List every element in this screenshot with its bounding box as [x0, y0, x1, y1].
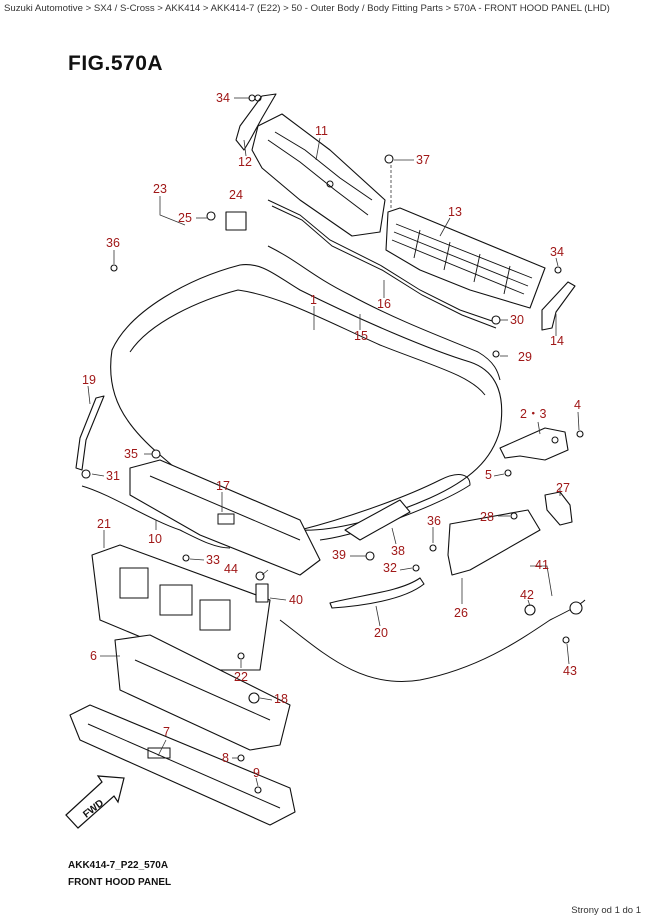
callout-34: 34: [216, 91, 230, 105]
seal-15: [267, 245, 501, 381]
bracket-38: [344, 499, 411, 541]
callout-24: 24: [229, 188, 243, 202]
figure-title: FIG.570A: [68, 52, 164, 75]
callout-6: 6: [90, 649, 97, 663]
callout-32: 32: [383, 561, 397, 575]
cable-10: [81, 485, 231, 549]
callout-2-3: 2・3: [520, 407, 547, 421]
latch-bracket: [447, 509, 541, 576]
callout-42: 42: [520, 588, 534, 602]
callout-31: 31: [106, 469, 120, 483]
callout-10: 10: [148, 532, 162, 546]
callout-34: 34: [550, 245, 564, 259]
callout-1: 1: [310, 293, 317, 307]
cowl-top-panel: [251, 113, 386, 237]
callout-22: 22: [234, 670, 248, 684]
callout-26: 26: [454, 606, 468, 620]
callout-9: 9: [253, 766, 260, 780]
callout-33: 33: [206, 553, 220, 567]
bumper-reinforcement: [69, 704, 296, 826]
cowl-right-bracket: [541, 281, 576, 331]
hood-hinge: [499, 427, 569, 461]
callout-40: 40: [289, 593, 303, 607]
callout-23: 23: [153, 182, 167, 196]
callout-13: 13: [448, 205, 462, 219]
striker: [544, 491, 573, 526]
callout-19: 19: [82, 373, 96, 387]
callout-18: 18: [274, 692, 288, 706]
callout-43: 43: [563, 664, 577, 678]
callout-8: 8: [222, 751, 229, 765]
callout-36: 36: [106, 236, 120, 250]
callout-20: 20: [374, 626, 388, 640]
callout-11: 11: [315, 124, 328, 138]
leader-lines: [87, 97, 580, 787]
callout-30: 30: [510, 313, 524, 327]
strip-19: [75, 395, 105, 471]
callout-16: 16: [377, 297, 391, 311]
callout-35: 35: [124, 447, 138, 461]
page-count: Strony od 1 do 1: [571, 905, 641, 916]
callout-28: 28: [480, 510, 494, 524]
callout-15: 15: [354, 329, 368, 343]
strip-20: [329, 577, 425, 609]
callout-27: 27: [556, 481, 570, 495]
callout-41: 41: [535, 558, 549, 572]
callout-4: 4: [574, 398, 581, 412]
fasteners: [81, 94, 584, 794]
lower-reinforcement: [114, 634, 291, 751]
callout-36: 36: [427, 514, 441, 528]
callout-12: 12: [238, 155, 252, 169]
breadcrumb[interactable]: Suzuki Automotive > SX4 / S-Cross > AKK4…: [4, 3, 610, 14]
callout-38: 38: [391, 544, 405, 558]
seal-16: [267, 199, 496, 323]
callout-44: 44: [224, 562, 238, 576]
cowl-grille: [385, 207, 546, 309]
callout-21: 21: [97, 517, 111, 531]
upper-front-cover: [129, 459, 321, 576]
fwd-arrow: [65, 775, 125, 829]
radiator-support: [91, 544, 271, 671]
callout-14: 14: [550, 334, 564, 348]
release-cable: [279, 599, 586, 682]
callout-29: 29: [518, 350, 532, 364]
callout-39: 39: [332, 548, 346, 562]
callout-17: 17: [216, 479, 230, 493]
diagram-name: FRONT HOOD PANEL: [68, 877, 172, 888]
diagram-code: AKK414-7_P22_570A: [68, 860, 169, 871]
callout-25: 25: [178, 211, 192, 225]
callout-7: 7: [163, 725, 170, 739]
callout-37: 37: [416, 153, 430, 167]
callout-5: 5: [485, 468, 492, 482]
